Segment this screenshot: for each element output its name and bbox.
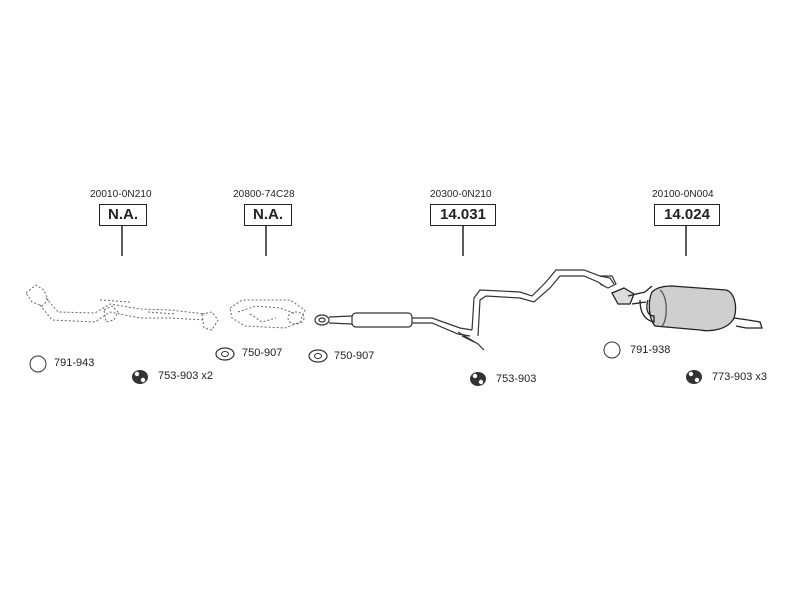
- rubber-hanger-icon[interactable]: [470, 372, 486, 386]
- accessory-label-791-943: 791-943: [54, 357, 95, 369]
- ring-icon[interactable]: [603, 341, 621, 359]
- accessory-label-791-938: 791-938: [630, 344, 671, 356]
- part-ref-catalyst[interactable]: N.A.: [244, 204, 292, 226]
- accessory-label-750-907-a: 750-907: [242, 347, 283, 359]
- part-ref-middle-pipe[interactable]: 14.031: [430, 204, 496, 226]
- gasket-icon[interactable]: [308, 349, 328, 363]
- front-pipe-drawing[interactable]: [25, 284, 219, 331]
- rubber-hanger-icon[interactable]: [132, 370, 148, 384]
- middle-pipe-drawing[interactable]: [314, 269, 617, 351]
- part-code-catalyst: 20800-74C28: [233, 189, 295, 200]
- catalyst-drawing[interactable]: [229, 299, 306, 329]
- accessory-icons: [29, 341, 702, 386]
- part-ref-rear-muffler[interactable]: 14.024: [654, 204, 720, 226]
- gasket-icon[interactable]: [215, 347, 235, 361]
- accessory-label-753-903-x2: 753-903 x2: [158, 370, 214, 382]
- rear-muffler-drawing[interactable]: [611, 285, 763, 332]
- rubber-hanger-icon[interactable]: [686, 370, 702, 384]
- leader-lines: [121, 226, 687, 256]
- part-ref-front-pipe[interactable]: N.A.: [99, 204, 147, 226]
- accessory-label-753-903: 753-903: [496, 373, 537, 385]
- part-code-middle-pipe: 20300-0N210: [430, 189, 492, 200]
- accessory-label-773-903-x3: 773-903 x3: [712, 371, 768, 383]
- part-code-rear-muffler: 20100-0N004: [652, 189, 714, 200]
- part-code-front-pipe: 20010-0N210: [90, 189, 152, 200]
- ring-icon[interactable]: [29, 355, 47, 373]
- accessory-label-750-907-b: 750-907: [334, 350, 375, 362]
